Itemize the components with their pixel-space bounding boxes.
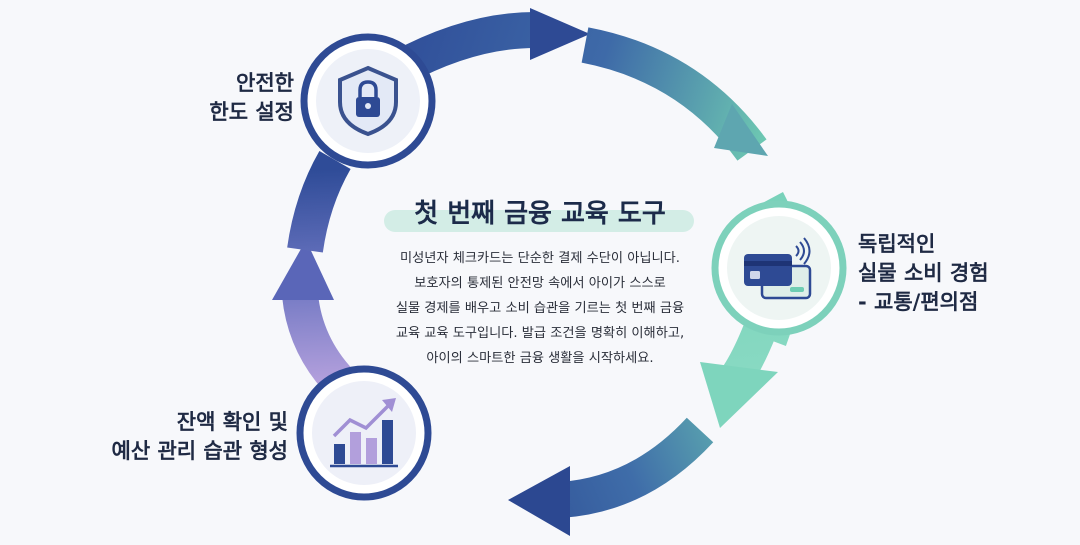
shield-lock-icon xyxy=(338,65,398,137)
cycle-arrow-left xyxy=(282,292,354,395)
arrow-head-left xyxy=(272,240,334,300)
arrow-head-right xyxy=(700,362,778,428)
label-spending-line-2: 실물 소비 경험 xyxy=(858,261,989,285)
label-budget: 잔액 확인 및 예산 관리 습관 형성 xyxy=(66,408,289,466)
node-budget xyxy=(296,365,432,501)
center-body-line-4: 교육 교육 도구입니다. 발급 조건을 명확히 이해하고, xyxy=(395,326,685,341)
center-body-line-3: 실물 경제를 배우고 소비 습관을 기르는 첫 번째 금융 xyxy=(395,301,685,316)
arrow-head-top xyxy=(530,8,590,60)
label-limit-line-1: 안전한 xyxy=(236,71,294,95)
label-spending-line-1: 독립적인 xyxy=(858,232,936,256)
node-limit xyxy=(300,33,436,169)
center-title-wrap: 첫 번째 금융 교육 도구 xyxy=(378,192,702,236)
center-body-line-2: 보호자의 통제된 안전망 속에서 아이가 스스로 xyxy=(414,276,666,291)
label-budget-line-2: 예산 관리 습관 형성 xyxy=(111,439,289,463)
center-body-line-5: 아이의 스마트한 금융 생활을 시작하세요. xyxy=(426,351,654,366)
arrow-head-bottom xyxy=(508,466,570,536)
cycle-arrow-bottom xyxy=(558,417,714,518)
label-limit-line-2: 한도 설정 xyxy=(209,100,294,124)
credit-card-contactless-icon xyxy=(744,237,812,300)
bar-chart-growth-icon xyxy=(330,398,398,468)
label-limit: 안전한 한도 설정 xyxy=(176,69,294,127)
center-body: 미성년자 체크카드는 단순한 결제 수단이 아닙니다. 보호자의 통제된 안전망… xyxy=(355,246,725,371)
title-highlight xyxy=(384,210,694,232)
center-body-line-1: 미성년자 체크카드는 단순한 결제 수단이 아닙니다. xyxy=(400,251,680,266)
node-spending xyxy=(711,200,847,336)
label-spending: 독립적인 실물 소비 경험 - 교통/편의점 xyxy=(858,230,1068,317)
label-budget-line-1: 잔액 확인 및 xyxy=(176,410,288,434)
label-spending-line-3: - 교통/편의점 xyxy=(858,290,979,314)
center-title: 첫 번째 금융 교육 도구 xyxy=(414,199,666,229)
